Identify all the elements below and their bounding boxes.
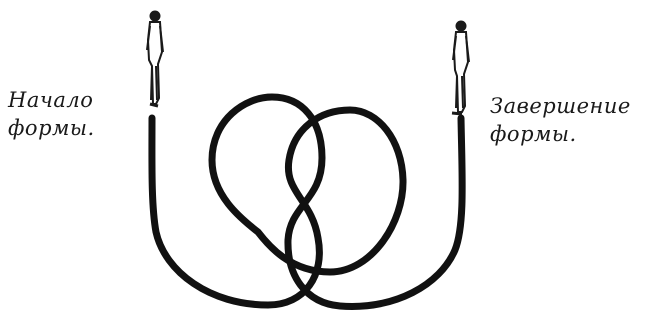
form-start-label-line2: формы. bbox=[8, 114, 95, 142]
end-figure-icon bbox=[452, 22, 469, 115]
form-path-line bbox=[152, 97, 462, 306]
form-start-label: Начало формы. bbox=[8, 86, 95, 142]
form-end-label-line1: Завершение bbox=[490, 92, 631, 120]
form-start-label-line1: Начало bbox=[8, 86, 95, 114]
form-end-label-line2: формы. bbox=[490, 120, 631, 148]
start-figure-icon bbox=[147, 12, 163, 107]
form-end-label: Завершение формы. bbox=[490, 92, 631, 148]
